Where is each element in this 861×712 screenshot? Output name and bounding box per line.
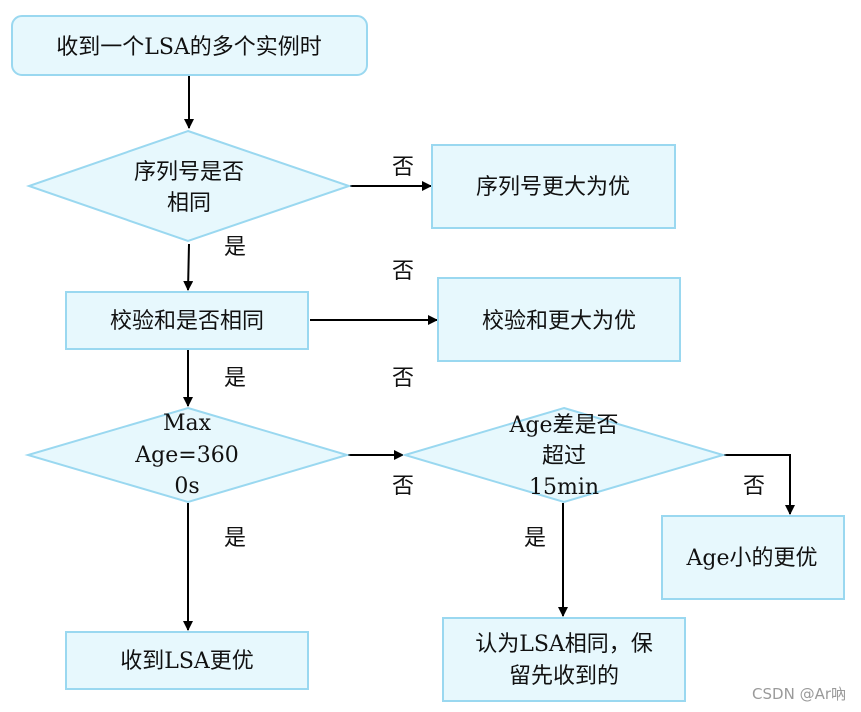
start-node [11, 15, 368, 76]
label-seq-no: 否 [392, 155, 414, 180]
maxage-decision-label-line3: 0s [174, 474, 199, 499]
label-maxage-yes: 是 [224, 526, 246, 551]
maxage-decision-label-line2: Age=360 [134, 443, 238, 468]
checksum-decision-node [65, 291, 309, 350]
same-result-label-line2: 留先收到的 [509, 664, 619, 689]
seq-decision-label-line2: 相同 [167, 191, 211, 216]
seq-decision-node [25, 129, 353, 243]
start-label: 收到一个LSA的多个实例时 [56, 35, 322, 60]
seq-decision-label-line1: 序列号是否 [134, 160, 244, 185]
nodes [11, 15, 845, 702]
label-seq-yes: 是 [224, 235, 246, 260]
agediff-decision-label-line2: 超过 [542, 444, 586, 469]
seq-result-label: 序列号更大为优 [476, 175, 630, 200]
maxage-decision-label-line1: Max [163, 411, 212, 436]
checksum-result-node [437, 277, 681, 362]
checksum-result-label: 校验和更大为优 [482, 309, 636, 334]
maxage-result-label: 收到LSA更优 [120, 649, 254, 674]
agediff-decision-label-line1: Age差是否 [509, 413, 619, 438]
agediff-decision-node [401, 406, 727, 504]
age-result-label: Age小的更优 [686, 546, 818, 571]
same-result-label-line1: 认为LSA相同，保 [475, 632, 653, 657]
maxage-decision-node [24, 406, 351, 504]
edge-seq-yes [183, 243, 194, 291]
label-agediff-yes: 是 [524, 526, 546, 551]
connectors [183, 76, 795, 631]
label-checksum-no-upper: 否 [392, 259, 414, 284]
seq-result-node [431, 144, 676, 229]
label-checksum-yes: 是 [224, 366, 246, 391]
checksum-decision-label: 校验和是否相同 [110, 309, 264, 334]
label-checksum-no-lower: 否 [392, 366, 414, 391]
label-agediff-no: 否 [743, 474, 765, 499]
maxage-result-node [65, 631, 309, 690]
edge-agediff-no [724, 454, 795, 515]
edge-labels: 否 是 否 是 否 否 否 是 是 [224, 155, 765, 551]
node-labels: 收到一个LSA的多个实例时 序列号是否 相同 序列号更大为优 校验和是否相同 校… [56, 35, 817, 689]
same-result-node [442, 617, 686, 702]
agediff-decision-label-line3: 15min [529, 475, 599, 500]
age-result-node [661, 515, 845, 600]
watermark: CSDN @Ar吶 [752, 685, 846, 703]
label-maxage-no: 否 [392, 474, 414, 499]
